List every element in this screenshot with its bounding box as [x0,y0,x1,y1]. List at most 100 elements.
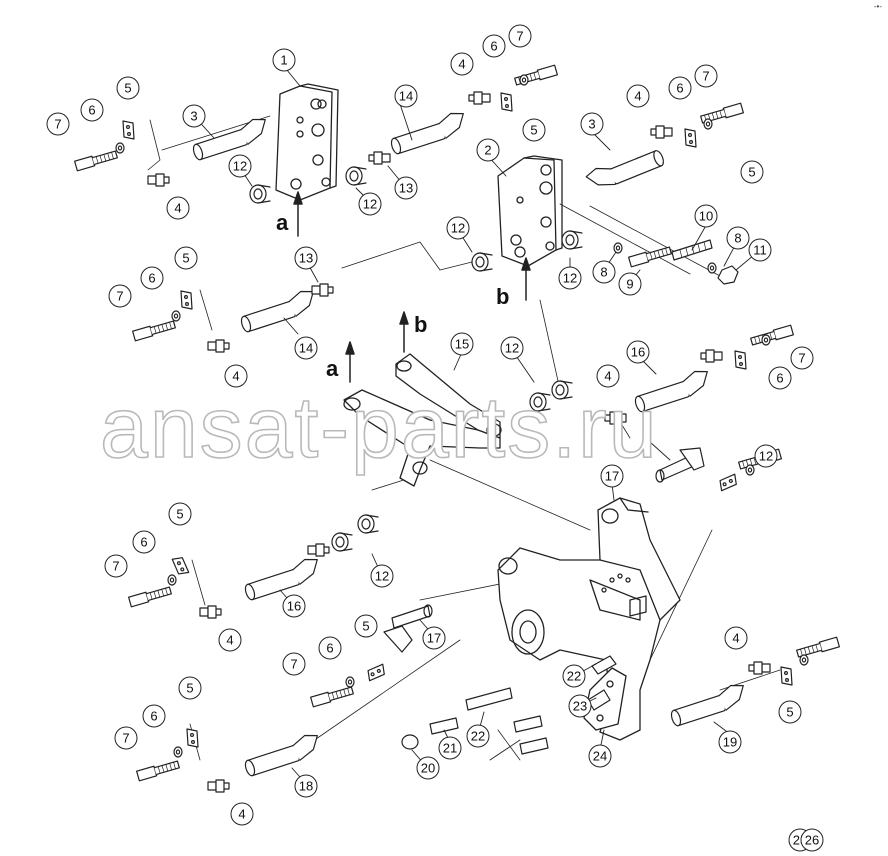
callout-4-5: 4 [224,364,248,388]
pins-22 [429,715,549,755]
crank-17b [655,447,705,483]
callout-number: 4 [732,631,739,646]
callout-19-58: 19 [718,730,742,754]
pin-14a [387,109,470,156]
callout-13-49: 13 [294,246,318,270]
callout-number: 22 [567,669,581,684]
callout-16-53: 16 [626,340,650,364]
callout-number: 12 [363,197,377,212]
bracket-2 [497,155,563,267]
callout-14-50: 14 [394,84,418,108]
callout-6-22: 6 [132,530,156,554]
callout-4-10: 4 [596,364,620,388]
callout-6-26: 6 [668,76,692,100]
callout-number: 5 [530,123,537,138]
shaft-23 [465,687,513,711]
callout-number: 5 [124,81,131,96]
view-label-b1: b [496,284,510,309]
callout-number: 12 [759,449,773,464]
callout-17-55: 17 [422,626,446,650]
callout-4-9: 4 [626,84,650,108]
callout-number: 5 [786,705,793,720]
callout-5-13: 5 [522,118,546,142]
callout-18-57: 18 [294,774,318,798]
pin-16b [241,555,324,602]
callout-number: 7 [122,731,129,746]
callout-number: 1 [280,53,287,68]
callout-number: 6 [150,709,157,724]
view-label-a2: a [326,356,339,381]
callout-5-18: 5 [178,676,202,700]
callout-number: 7 [798,351,805,366]
callout-20-59: 20 [416,756,440,780]
crank-17a [383,604,433,653]
callout-4-11: 4 [724,626,748,650]
callout-5-16: 5 [168,502,192,526]
callout-4-8: 4 [450,52,474,76]
callout-12-43: 12 [446,216,470,240]
callout-number: 3 [190,109,197,124]
lever-assembly-15 [343,353,502,487]
callout-5-17: 5 [354,614,378,638]
plate-25 [587,689,611,711]
bracket-1 [275,83,339,201]
callout-10-39: 10 [694,204,718,228]
callout-1-0: 1 [272,48,296,72]
callout-number: 4 [174,201,181,216]
callout-number: 12 [233,159,247,174]
callout-7-31: 7 [282,652,306,676]
callout-14-51: 14 [294,336,318,360]
pin-19 [241,731,324,778]
callout-number: 5 [362,619,369,634]
callout-number: 12 [451,221,465,236]
callout-number: 16 [631,345,645,360]
pin-20 [667,681,750,728]
callout-5-19: 5 [778,700,802,724]
callout-12-42: 12 [358,192,382,216]
callout-7-29: 7 [108,284,132,308]
callout-8-37: 8 [592,260,616,284]
callout-21-60: 21 [438,736,462,760]
callout-number: 4 [458,57,465,72]
callout-6-20: 6 [80,98,104,122]
callout-12-44: 12 [558,266,582,290]
callout-2-1: 2 [476,138,500,162]
callout-number: 20 [421,761,435,776]
callout-24-64: 24 [588,744,612,768]
callout-15-52: 15 [450,332,474,356]
callout-number: 8 [734,231,741,246]
callout-4-7: 4 [230,802,254,826]
callout-5-14: 5 [174,246,198,270]
pin-3b [584,143,666,195]
callout-3-3: 3 [580,112,604,136]
callout-7-32: 7 [114,726,138,750]
callout-6-24: 6 [142,704,166,728]
callout-number: 23 [573,699,587,714]
callout-number: 7 [702,69,709,84]
callout-number: 6 [140,535,147,550]
callout-number: 8 [600,265,607,280]
callout-11-40: 11 [748,238,772,262]
view-label-a1: a [276,210,289,235]
callout-number: 5 [186,681,193,696]
callout-number: 12 [375,569,389,584]
callout-4-4: 4 [166,196,190,220]
callout-number: 16 [287,599,301,614]
callout-number: 7 [112,559,119,574]
callout-6-23: 6 [318,636,342,660]
pin-14b [237,287,320,334]
plate-24 [591,655,617,675]
view-label-b2: b [414,312,428,337]
callout-number: 6 [490,39,497,54]
callout-number: 11 [753,243,767,258]
callout-bubbles: 1233444444445555555566666666777777778891… [46,24,824,852]
callout-12-46: 12 [370,564,394,588]
callout-number: 14 [299,341,313,356]
callout-26-66: 26 [800,828,824,852]
spacer-21 [401,734,419,750]
callout-number: 13 [299,251,313,266]
callout-number: 6 [776,371,783,386]
callout-16-54: 16 [282,594,306,618]
callout-6-25: 6 [482,34,506,58]
callout-7-33: 7 [508,24,532,48]
